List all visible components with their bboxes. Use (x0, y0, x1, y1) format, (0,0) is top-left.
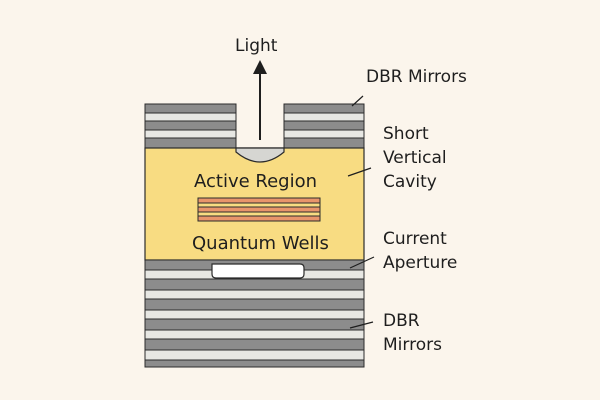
light-label: Light (235, 36, 278, 56)
active-region-label: Active Region (194, 171, 317, 192)
aperture-label-line1: Current (383, 229, 447, 249)
quantum-wells (197, 197, 321, 222)
cavity-label-line3: Cavity (383, 172, 437, 192)
light-arrow (253, 60, 267, 140)
current-aperture (211, 263, 305, 279)
dbr-bottom-label-line2: Mirrors (383, 335, 442, 355)
cavity-label-line2: Vertical (383, 148, 447, 168)
aperture-label-line2: Aperture (383, 253, 457, 273)
quantum-wells-label: Quantum Wells (192, 233, 329, 254)
leader-lines (347, 95, 375, 329)
cavity-label-line1: Short (383, 124, 429, 144)
aperture-lens (235, 147, 285, 163)
dbr-bottom-label-line1: DBR (383, 311, 420, 331)
top-dbr-stack (144, 103, 365, 149)
dbr-top-label: DBR Mirrors (366, 67, 467, 87)
